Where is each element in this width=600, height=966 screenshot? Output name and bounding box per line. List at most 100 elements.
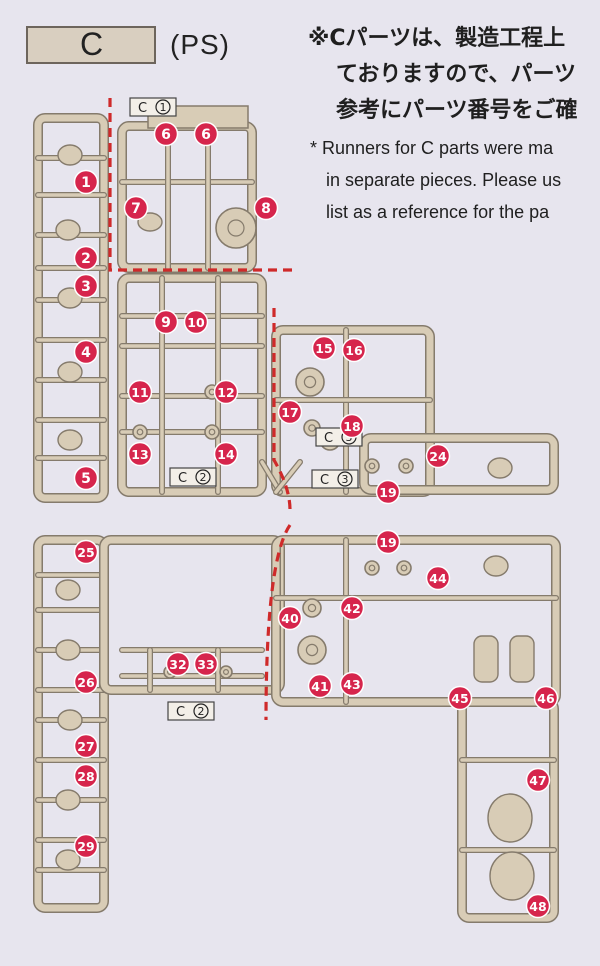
part-number-badge <box>123 195 149 221</box>
part-number-label: 45 <box>451 691 468 706</box>
armor-part <box>473 635 499 683</box>
part-number-label: 11 <box>131 385 148 400</box>
part-number-label: 43 <box>343 677 360 692</box>
part-number-badge <box>341 337 367 363</box>
round-part-hole <box>303 375 317 389</box>
part-number-marker: 48 <box>525 893 551 919</box>
part-number-marker: 17 <box>277 399 303 425</box>
part-number-label: 48 <box>529 899 546 914</box>
runner-tag-box <box>167 701 215 721</box>
runner-tag-letter: C <box>138 101 147 116</box>
part-number-badge <box>425 443 451 469</box>
peg-part-hole <box>223 668 230 675</box>
part-number-label: 14 <box>217 447 235 462</box>
part-number-marker: 3 <box>73 273 99 299</box>
part-number-label: 44 <box>429 571 447 586</box>
part-number-label: 3 <box>81 279 91 295</box>
part-number-label: 40 <box>281 611 299 626</box>
part-number-badge <box>193 651 219 677</box>
part-number-marker: 28 <box>73 763 99 789</box>
round-part <box>297 635 327 665</box>
part-number-label: 27 <box>77 739 94 754</box>
part-number-label: 5 <box>81 471 91 487</box>
part-number-marker: 45 <box>447 685 473 711</box>
part-number-label: 13 <box>131 447 148 462</box>
peg-part-hole <box>368 564 376 572</box>
note-jp-line-1: ※Cパーツは、製造工程上 <box>308 26 566 51</box>
small-part <box>487 457 513 479</box>
part-number-marker: 6 <box>193 121 219 147</box>
part-number-marker: 10 <box>183 309 209 335</box>
part-number-label: 24 <box>429 449 447 464</box>
part-number-marker: 46 <box>533 685 559 711</box>
part-number-marker: 40 <box>277 605 303 631</box>
part-number-label: 18 <box>343 419 360 434</box>
runner-letter: C <box>80 26 104 62</box>
note-jp-line-3: 参考にパーツ番号をご確 <box>336 98 578 123</box>
runner-tag-circle <box>155 99 171 115</box>
part-number-badge <box>73 669 99 695</box>
hand-part <box>55 849 81 871</box>
part-number-label: 15 <box>315 341 332 356</box>
peg-part-hole <box>136 428 144 436</box>
runner-tag-letter: C <box>176 705 185 720</box>
cut-line-top <box>108 98 296 272</box>
peg-part-hole <box>400 564 408 572</box>
peg-part-hole <box>208 428 216 436</box>
part-number-marker: 15 <box>311 335 337 361</box>
part-number-marker: 13 <box>127 441 153 467</box>
part-number-badge <box>73 763 99 789</box>
runner-material: (PS) <box>170 29 230 60</box>
cut-line-middle <box>272 308 292 511</box>
part-number-badge <box>165 651 191 677</box>
sprue-bar <box>274 460 302 494</box>
runner-tag-letter: C <box>178 471 187 486</box>
part-number-label: 26 <box>77 675 95 690</box>
part-number-badge <box>375 529 401 555</box>
part-number-badge <box>73 245 99 271</box>
part-number-badge <box>447 685 473 711</box>
part-number-label: 17 <box>281 405 298 420</box>
part-number-badge <box>73 539 99 565</box>
runner-tag-number: 2 <box>200 471 207 484</box>
part-number-marker: 1 <box>73 169 99 195</box>
part-number-marker: 33 <box>193 651 219 677</box>
runner-tag-number: 1 <box>160 101 167 114</box>
part-number-badge <box>311 335 337 361</box>
part-number-label: 19 <box>379 535 396 550</box>
note-en-line-3: list as a reference for the pa <box>326 202 550 222</box>
part-number-marker: 9 <box>153 309 179 335</box>
part-number-label: 6 <box>161 127 171 143</box>
part-number-badge <box>73 339 99 365</box>
part-number-label: 1 <box>81 175 91 191</box>
part-number-label: 7 <box>131 201 141 217</box>
part-number-marker: 47 <box>525 767 551 793</box>
frame-lower-left-runner <box>34 536 108 912</box>
part-number-badge <box>183 309 209 335</box>
peg-part <box>396 560 412 576</box>
part-number-label: 2 <box>81 251 91 267</box>
runner-tags: C1C2C3C3C2 <box>129 97 363 721</box>
part-number-badge <box>73 273 99 299</box>
hand-part <box>55 789 81 811</box>
small-part <box>137 212 163 232</box>
note-jp-line-2: ておりますので、パーツ <box>336 62 577 87</box>
part-number-marker: 8 <box>253 195 279 221</box>
part-number-marker: 2 <box>73 245 99 271</box>
gear-part-hole <box>308 424 316 432</box>
part-number-label: 47 <box>529 773 546 788</box>
part-number-label: 8 <box>261 201 271 217</box>
part-number-marker: 19 <box>375 479 401 505</box>
part-number-marker: 14 <box>213 441 239 467</box>
part-number-badge <box>73 733 99 759</box>
hand-part <box>57 709 83 731</box>
shield-part <box>489 851 535 901</box>
part-number-label: 41 <box>311 679 328 694</box>
runner-tag-letter: C <box>324 431 333 446</box>
peg-part <box>204 424 220 440</box>
part-number-badge <box>375 479 401 505</box>
part-number-badge <box>339 595 365 621</box>
